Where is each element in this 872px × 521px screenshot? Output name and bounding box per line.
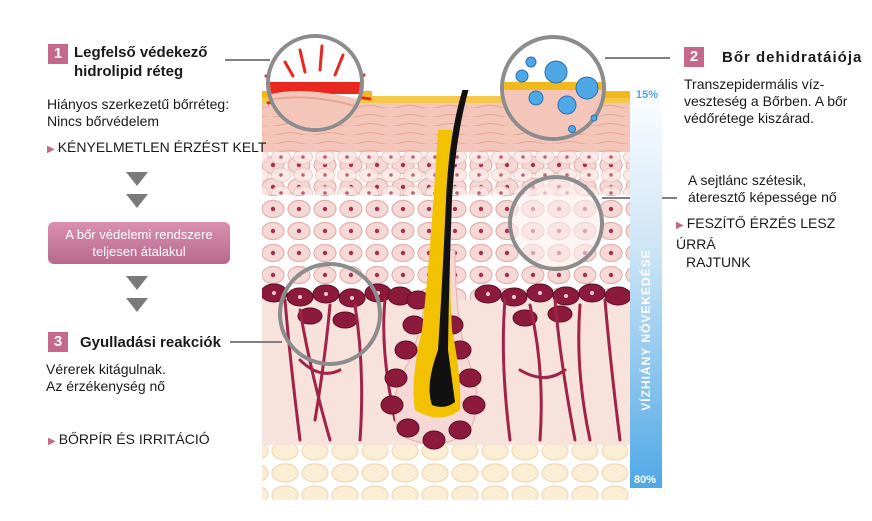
bullet-triangle-icon: ▶ xyxy=(48,436,56,447)
callout-2-number: 2 xyxy=(684,47,704,67)
callout-2-warning-line1: FESZÍTŐ ÉRZÉS LESZ ÚRRÁ xyxy=(676,215,836,252)
gauge-bottom-label: 80% xyxy=(634,474,657,486)
down-arrow-icon xyxy=(126,298,148,312)
callout-1-text-line2: Nincs bőrvédelem xyxy=(47,113,160,129)
callout-2-text: Transzepidermális víz- veszteség a Bőrbe… xyxy=(684,76,847,127)
magnifier-circle-cells xyxy=(508,175,604,271)
callout-2-text-line2: veszteség a Bőrben. A bőr xyxy=(684,93,848,109)
connector-line-1 xyxy=(225,59,270,61)
callout-2-cell-text-line1: A sejtlánc szétesik, xyxy=(688,172,807,188)
callout-2-warning-line2: RAJTUNK xyxy=(686,254,751,270)
callout-1-title-line1: Legfelső védekező xyxy=(74,44,208,61)
callout-1-number: 1 xyxy=(48,44,68,64)
callout-1-text: Hiányos szerkezetű bőrréteg: Nincs bőrvé… xyxy=(47,96,229,130)
transformation-pill: A bőr védelemi rendszere teljesen átalak… xyxy=(48,222,230,264)
gauge-top-label: 15% xyxy=(636,89,659,101)
water-deficit-gauge xyxy=(630,82,662,488)
hydrolipid-film xyxy=(262,96,632,103)
magnifier-circle-2 xyxy=(500,35,606,141)
bullet-triangle-icon: ▶ xyxy=(676,220,684,231)
callout-2-title: Bőr dehidratáiója xyxy=(722,49,863,66)
water-droplets xyxy=(515,56,599,133)
callout-1-warning: ▶KÉNYELMETLEN ÉRZÉST KELT xyxy=(47,138,266,159)
down-arrow-icon xyxy=(126,172,148,186)
callout-1-title-line2: hidrolipid réteg xyxy=(74,63,184,80)
callout-3-text: Vérerek kitágulnak. Az érzékenység nő xyxy=(46,361,166,395)
pill-line2: teljesen átalakul xyxy=(92,244,186,259)
callout-2-text-line1: Transzepidermális víz- xyxy=(684,76,825,92)
callout-3-title: Gyulladási reakciók xyxy=(80,334,221,351)
bullet-triangle-icon: ▶ xyxy=(47,144,55,155)
subcutis-layer xyxy=(262,440,632,500)
callout-2-cell-text: A sejtlánc szétesik, áteresztő képessége… xyxy=(688,172,837,206)
blood-vessels xyxy=(283,298,622,442)
callout-2-warning: ▶FESZÍTŐ ÉRZÉS LESZ ÚRRÁ RAJTUNK xyxy=(676,214,872,271)
callout-3-number: 3 xyxy=(48,332,68,352)
callout-2-text-line3: védőrétege kiszárad. xyxy=(684,110,814,126)
callout-3-warning-text: BŐRPÍR ÉS IRRITÁCIÓ xyxy=(58,431,210,447)
magnifier-circle-1 xyxy=(266,34,364,132)
down-arrow-icon xyxy=(126,276,148,290)
gauge-vertical-label: VÍZHIÁNY NÖVEKEDÉSE xyxy=(639,249,653,411)
callout-3-warning: ▶BŐRPÍR ÉS IRRITÁCIÓ xyxy=(48,430,210,451)
connector-line-2 xyxy=(605,57,670,59)
callout-3-text-line2: Az érzékenység nő xyxy=(46,378,166,394)
hair-follicle xyxy=(380,90,486,450)
callout-1-title: Legfelső védekező hidrolipid réteg xyxy=(74,43,207,81)
down-arrow-icon xyxy=(126,194,148,208)
callout-3-text-line1: Vérerek kitágulnak. xyxy=(46,361,166,377)
callout-1-warning-text: KÉNYELMETLEN ÉRZÉST KELT xyxy=(57,139,267,155)
pill-line1: A bőr védelemi rendszere xyxy=(65,227,213,242)
connector-line-3 xyxy=(230,341,282,343)
magnifier-circle-3 xyxy=(278,262,382,366)
callout-2-cell-text-line2: áteresztő képessége nő xyxy=(688,189,837,205)
callout-1-text-line1: Hiányos szerkezetű bőrréteg: xyxy=(47,96,230,112)
